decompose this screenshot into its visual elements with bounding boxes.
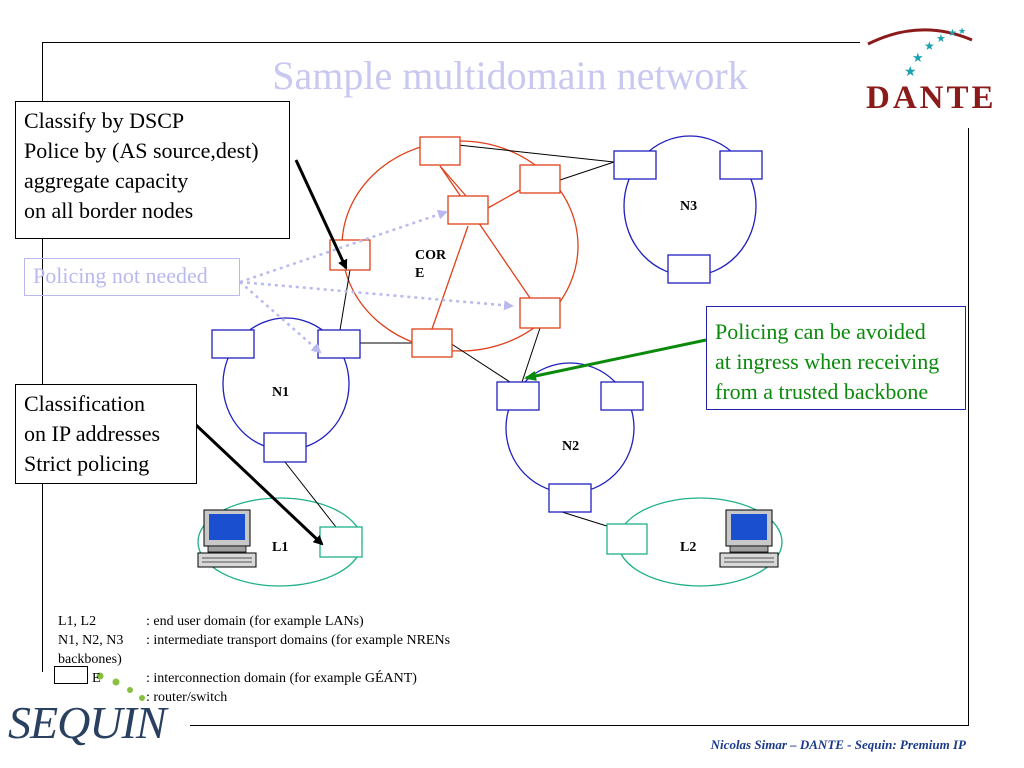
n1-label: N1	[272, 385, 289, 400]
policing-avoided-callout: Policing can be avoided at ingress when …	[706, 306, 966, 410]
dotted-arrow	[239, 209, 448, 284]
interdomain-link	[561, 511, 611, 528]
sequin-logo: SEQUIN	[8, 697, 167, 748]
callout-line: on all border nodes	[24, 198, 194, 223]
svg-text:★: ★	[912, 50, 924, 65]
interdomain-link	[457, 144, 615, 163]
computer-icon	[719, 509, 779, 568]
router-box	[519, 297, 561, 329]
dotted-arrow	[239, 280, 514, 311]
interdomain-link	[521, 327, 541, 383]
core-label: COR	[415, 248, 447, 263]
interdomain-link	[449, 342, 511, 383]
legend-value: : router/switch	[146, 690, 228, 705]
dante-stars-icon: ★ ★ ★ ★ ★ ★	[867, 26, 973, 80]
interdomain-link	[284, 461, 337, 528]
router-box	[411, 328, 453, 358]
frame-top-line	[42, 42, 860, 43]
callout-line: at ingress when receiving	[715, 349, 940, 374]
frame-bottom-line	[190, 725, 969, 726]
footer-credit: Nicolas Simar – DANTE - Sequin: Premium …	[710, 737, 966, 752]
callout-arrow	[294, 159, 348, 270]
callout-line: Police by (AS source,dest)	[24, 138, 259, 163]
dante-logo: DANTE	[866, 80, 997, 116]
router-box	[319, 526, 363, 558]
router-box	[447, 195, 489, 225]
callout-line: Classification	[24, 391, 145, 416]
callout-line: on IP addresses	[24, 421, 161, 446]
router-box	[548, 483, 592, 513]
core-link	[431, 225, 469, 330]
router-box	[667, 254, 711, 284]
interdomain-link	[559, 161, 615, 181]
router-box	[600, 381, 644, 411]
legend-router-swatch	[54, 666, 88, 684]
computer-icon	[197, 509, 257, 568]
callout-line: Strict policing	[24, 451, 150, 476]
router-box	[317, 329, 361, 359]
svg-text:★: ★	[958, 26, 966, 36]
callout-line: from a trusted backbone	[715, 379, 929, 404]
core-link	[439, 165, 467, 197]
policing-not-needed-label: Policing not needed	[24, 258, 240, 296]
router-box	[606, 523, 648, 555]
svg-text:★: ★	[904, 65, 917, 80]
legend-key: N1, N2, N3	[58, 633, 124, 648]
frame-left-line	[42, 42, 43, 672]
router-box	[719, 150, 763, 180]
callout-line: Policing can be avoided	[715, 319, 926, 344]
svg-text:★: ★	[936, 33, 946, 45]
router-box	[419, 136, 461, 166]
callout-line: Classify by DSCP	[24, 108, 185, 133]
legend-key: backbones)	[58, 652, 122, 667]
core-link	[439, 165, 531, 299]
svg-text:★: ★	[924, 39, 935, 53]
trusted-arrow	[524, 338, 707, 381]
legend-key: L1, L2	[58, 614, 97, 629]
classification-callout: Classification on IP addresses Strict po…	[15, 384, 197, 484]
legend-value: : end user domain (for example LANs)	[146, 614, 364, 629]
n2-label: N2	[562, 439, 579, 454]
classify-callout: Classify by DSCP Police by (AS source,de…	[15, 101, 290, 239]
l1-label: L1	[272, 540, 288, 555]
core-link	[487, 189, 521, 209]
interdomain-link	[339, 269, 351, 331]
svg-text:★: ★	[948, 28, 957, 39]
router-box	[519, 164, 561, 194]
legend-value: : interconnection domain (for example GÉ…	[146, 671, 417, 686]
router-box	[263, 432, 307, 463]
n3-label: N3	[680, 199, 697, 214]
router-box	[496, 381, 540, 411]
router-box	[613, 150, 657, 180]
callout-line: aggregate capacity	[24, 168, 189, 193]
callout-arrow	[194, 423, 324, 546]
legend-key: E	[92, 671, 101, 686]
core-label: E	[415, 266, 424, 281]
frame-right-line	[968, 128, 969, 726]
legend-value: : intermediate transport domains (for ex…	[146, 633, 451, 648]
slide-title: Sample multidomain network	[272, 53, 748, 98]
router-box	[211, 329, 255, 359]
l2-label: L2	[680, 540, 696, 555]
